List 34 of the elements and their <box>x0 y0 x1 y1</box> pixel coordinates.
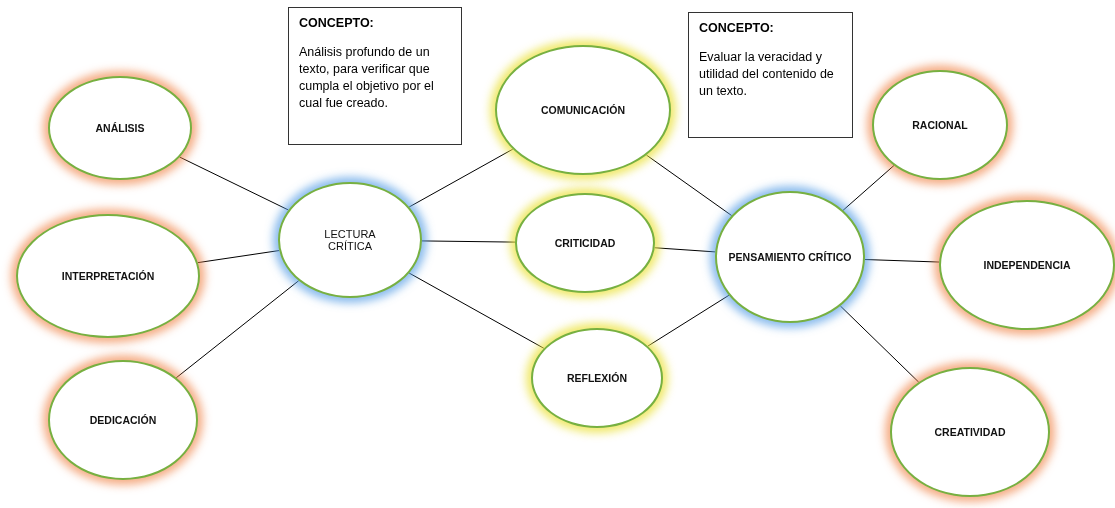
concept-ellipse <box>16 214 200 338</box>
node-label: LECTURA CRÍTICA <box>323 228 377 252</box>
connector-line <box>842 165 895 211</box>
concept-ellipse <box>939 200 1115 330</box>
node-label: INDEPENDENCIA <box>982 259 1072 271</box>
node-label: CREATIVIDAD <box>933 426 1007 438</box>
concept-heading: CONCEPTO: <box>299 16 375 30</box>
concept-ellipse <box>495 45 671 175</box>
concept-ellipse <box>531 328 663 428</box>
node-label: PENSAMIENTO CRÍTICO <box>727 251 853 263</box>
node-label: INTERPRETACIÓN <box>60 270 156 282</box>
connector-line <box>864 259 940 263</box>
connector-line <box>421 240 516 243</box>
concept-box <box>688 12 853 138</box>
node-label: RACIONAL <box>911 119 969 131</box>
node-label: COMUNICACIÓN <box>540 104 626 116</box>
node-label: ANÁLISIS <box>94 122 146 134</box>
concept-ellipse <box>515 193 655 293</box>
concept-ellipse <box>715 191 865 323</box>
concept-ellipse <box>48 76 192 180</box>
concept-ellipse <box>872 70 1008 180</box>
concept-box <box>288 7 462 145</box>
concept-ellipse <box>278 182 422 298</box>
concept-ellipse <box>890 367 1050 497</box>
concept-ellipse <box>48 360 198 480</box>
node-label: CRITICIDAD <box>553 237 617 249</box>
node-label: DEDICACIÓN <box>88 414 158 426</box>
concept-text: Análisis profundo de un texto, para verificar que cumpla el objetivo por el cual fue creado. <box>299 44 435 112</box>
concept-text: Evaluar la veracidad y utilidad del contenido de un texto. <box>699 49 835 100</box>
connector-line <box>197 250 280 264</box>
node-label: REFLEXIÓN <box>565 372 629 384</box>
concept-heading: CONCEPTO: <box>699 21 775 35</box>
connector-line <box>654 247 716 253</box>
connector-line <box>647 294 730 347</box>
